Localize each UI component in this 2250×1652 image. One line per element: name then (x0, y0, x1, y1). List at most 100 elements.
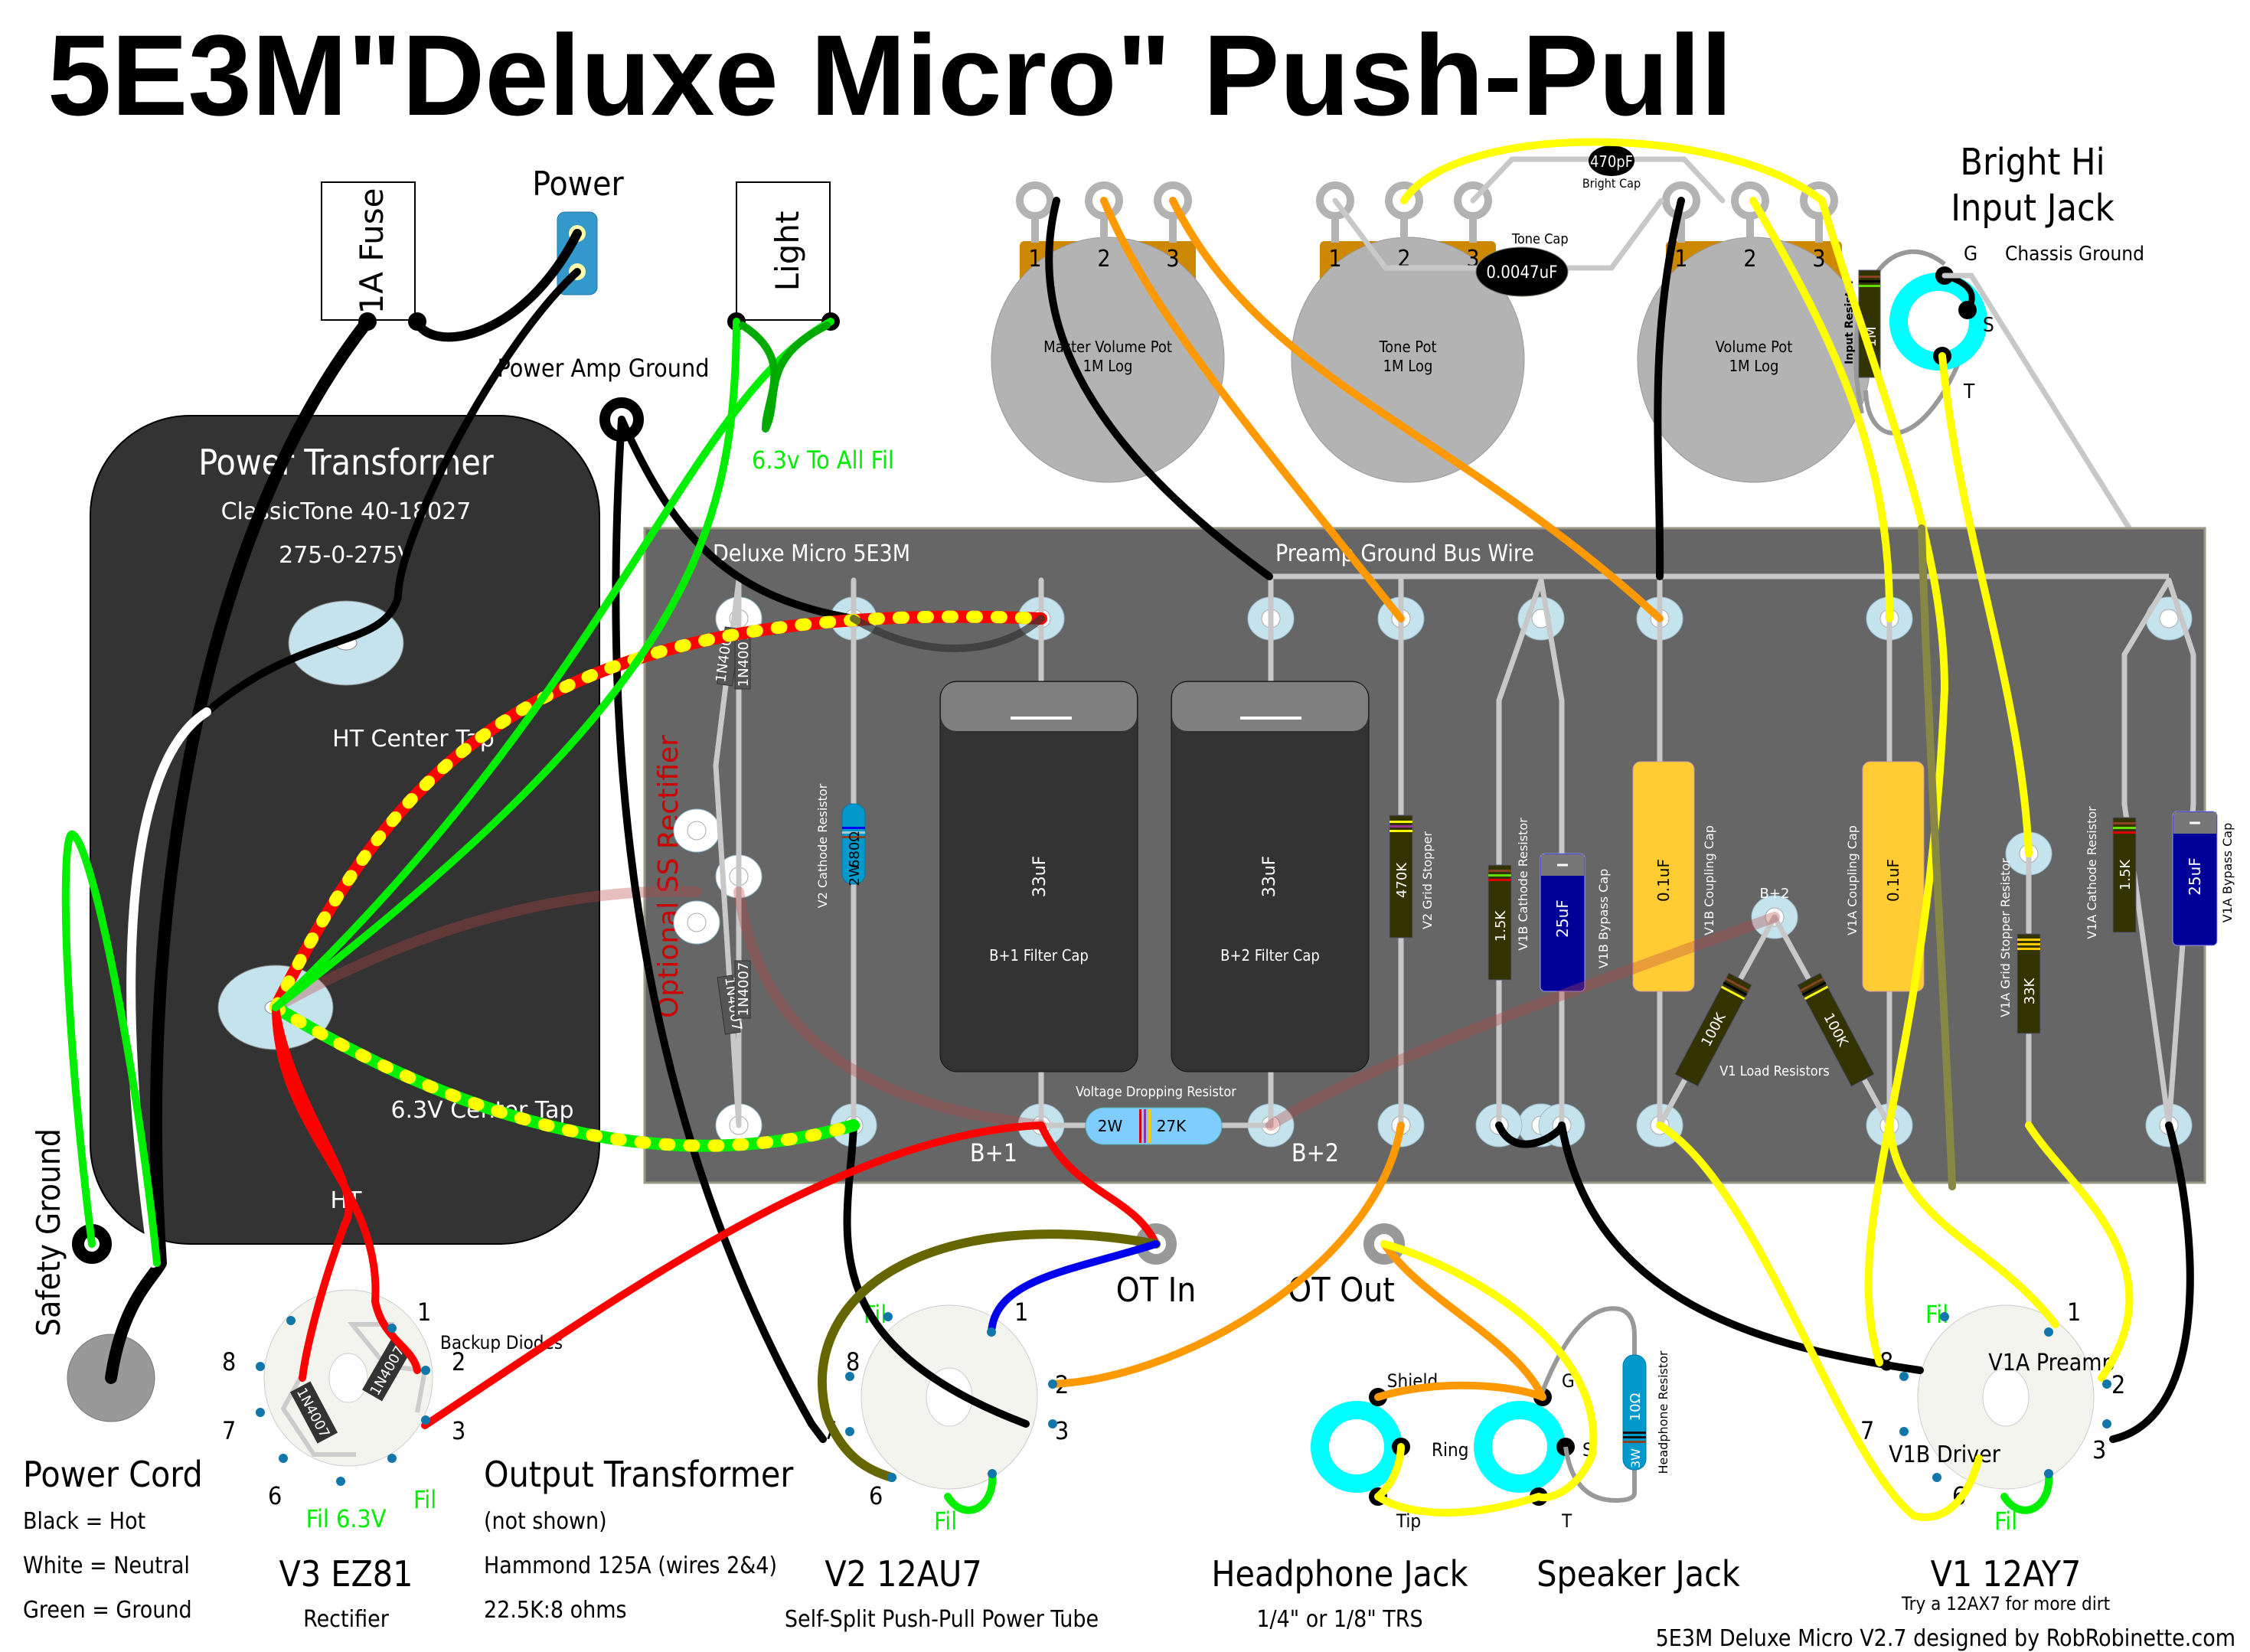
v1-subtitle: Try a 12AX7 for more dirt (1901, 1593, 2110, 1614)
v1-title: V1 12AY7 (1931, 1553, 2082, 1595)
diode-label: 1N4007 (736, 962, 752, 1017)
wire-yellow-v1a-grid (2025, 1121, 2134, 1382)
resistor-label: Voltage Dropping Resistor (1076, 1084, 1236, 1100)
lug-label: 1 (1674, 246, 1687, 273)
wire-yellow-bright (1400, 138, 1826, 204)
wire-yellow-input (1938, 352, 2033, 857)
bright-cap-label: Bright Cap (1582, 176, 1641, 191)
b2-node-label: B+2 (1760, 886, 1790, 902)
safety-ground-label: Safety Ground (30, 1128, 67, 1337)
resistor-label: V1B Cathode Resistor (1516, 818, 1530, 951)
v2-grid-stopper: 470K V2 Grid Stopper (1389, 815, 1435, 939)
speaker-jack-title: Speaker Jack (1536, 1553, 1740, 1595)
eyelet-hole (2159, 609, 2179, 628)
page-title: 5E3M"Deluxe Micro" Push-Pull (47, 11, 1732, 139)
resistor-watt: 3W (1628, 1448, 1643, 1468)
lug-label: 2 (1743, 246, 1756, 273)
ss-rectifier-diodes: 1N4007 1N4007 1N4007 1N4007 (713, 577, 752, 1128)
b1-filter-cap: 33uF B+1 Filter Cap (939, 681, 1138, 1072)
wire-orange-v2-pin2 (1049, 1121, 1405, 1388)
v1-load-resistors: 100K 100K V1 Load Resistors (1674, 972, 1875, 1087)
eyelet-hole (687, 913, 707, 932)
socket-pin (1932, 1473, 1941, 1482)
ot-line: (not shown) (484, 1508, 607, 1535)
v1a-cathode-resistor: 1.5K V1A Cathode Resistor (2085, 806, 2137, 939)
filter-cap-value: 33uF (1260, 856, 1279, 898)
fil-label: Fil (1994, 1507, 2017, 1536)
input-jack-title: Bright Hi (1960, 141, 2105, 184)
wire-faint (270, 886, 702, 1013)
socket-pin (2102, 1379, 2111, 1389)
pot-value: 1M Log (1383, 357, 1433, 375)
eyelet-hole (687, 821, 707, 841)
jack-lug-t: T (1963, 380, 1975, 403)
v3-subtitle: Rectifier (303, 1606, 390, 1633)
b2-filter-cap: 33uF B+2 Filter Cap (1171, 681, 1370, 1072)
tone-pot[interactable]: 1 2 3 Tone Pot 1M Log (1291, 181, 1525, 483)
pin-label: 3 (2092, 1435, 2106, 1464)
pot-value: 1M Log (1083, 357, 1133, 375)
socket-pin (845, 1427, 854, 1436)
pin-label: 2 (452, 1347, 465, 1376)
pin-label: 6 (268, 1481, 282, 1510)
wire-black-pt-primary (203, 268, 581, 716)
socket-pin (988, 1469, 997, 1478)
cap-value: 0.1uF (1884, 859, 1902, 902)
pin-label: 8 (846, 1347, 860, 1376)
pin-label: 2 (2111, 1370, 2125, 1399)
wire-ht-stripe (269, 610, 1047, 1014)
wire-black-switch (413, 229, 582, 342)
v1-12ay7-socket: 1 2 3 6 7 8 V1A Preamp V1B Driver Fil Fi… (1860, 1298, 2125, 1536)
speaker-jack[interactable]: G S T (1474, 1370, 1593, 1532)
ot-in-label: OT In (1116, 1271, 1197, 1310)
socket-pin (387, 1324, 397, 1333)
socket-pin (1899, 1372, 1909, 1381)
resistor-value: 470K (1394, 862, 1410, 898)
resistor-label: V2 Grid Stopper (1420, 831, 1435, 929)
wire-black-v1a-cathode (2109, 1121, 2194, 1443)
socket-pin (2044, 1327, 2053, 1337)
wire-black-ground-bus (1045, 197, 1273, 580)
input-jack[interactable]: 1M Input Resistor G Chassis Ground S T (1843, 243, 2162, 579)
wire-black-v2-cathode (843, 1121, 1030, 1428)
lug-label: 1 (1328, 246, 1341, 273)
wire-green-fil-twist (739, 322, 831, 433)
jack-lug-s: S (1983, 314, 1994, 337)
diode-label: 1N4007 (736, 633, 752, 687)
load-resistors-label: V1 Load Resistors (1719, 1063, 1830, 1079)
resistor-value: 27K (1157, 1117, 1187, 1135)
bright-cap: 470pF Bright Cap (1582, 145, 1641, 191)
input-jack-title-2: Input Jack (1951, 187, 2114, 230)
v1b-bypass-cap: 25uF V1B Bypass Cap (1540, 853, 1611, 992)
pin-label: 1 (1014, 1298, 1028, 1327)
wire-olive-faint (1918, 524, 1956, 1190)
voltage-dropping-resistor: Voltage Dropping Resistor 2W 27K (1076, 1084, 1236, 1145)
wires (61, 138, 2194, 1521)
pot-name: Volume Pot (1716, 338, 1793, 356)
filter-cap-label: B+1 Filter Cap (989, 946, 1089, 965)
v1a-label: V1A Preamp (1988, 1350, 2114, 1376)
b2-label: B+2 (1292, 1138, 1339, 1167)
resistor-watt: 2W (1098, 1117, 1123, 1135)
bright-cap-value: 470pF (1590, 152, 1633, 171)
pt-voltage: 275-0-275V (279, 542, 413, 569)
wire-red-ht-2 (272, 1004, 421, 1374)
pin-label: 3 (1055, 1416, 1069, 1445)
v1a-bypass-cap: 25uF V1A Bypass Cap (2172, 811, 2235, 946)
cap-value: 25uF (1553, 899, 1572, 938)
v1b-coupling-cap: 0.1uF V1B Coupling Cap (1632, 761, 1716, 992)
resistor-value: 1.5K (2118, 859, 2134, 891)
socket-pin (1899, 1427, 1909, 1436)
output-transformer-title: Output Transformer (484, 1454, 794, 1495)
power-cord-title: Power Cord (23, 1454, 203, 1495)
wire-grey-jumper (850, 615, 1045, 652)
headphone-jack-title: Headphone Jack (1211, 1553, 1468, 1595)
jack-lug-g: G (1964, 243, 1977, 266)
fil-label: Fil (413, 1485, 436, 1514)
lug-label: 2 (1097, 246, 1110, 273)
resistor-label: V1A Grid Stopper Resistor (1998, 858, 2013, 1017)
resistor-label: V2 Cathode Resistor (815, 783, 830, 908)
socket-pin (336, 1477, 345, 1486)
wire-yellow-v1b-plate (1656, 1121, 1983, 1521)
